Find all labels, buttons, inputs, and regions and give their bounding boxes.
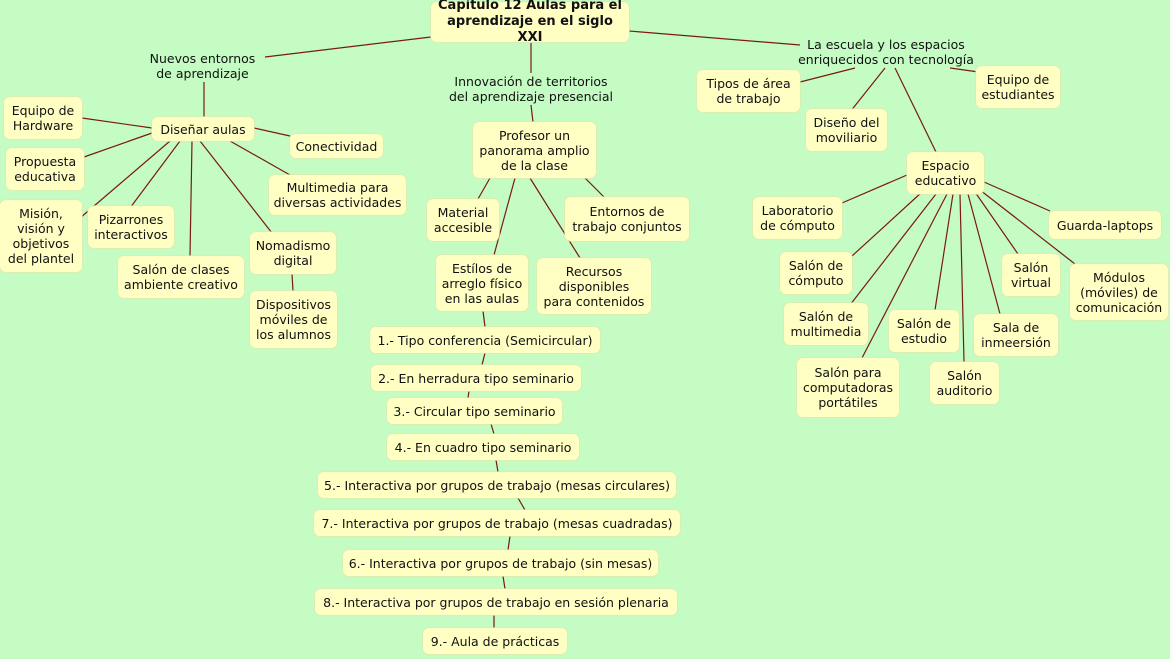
node-guarda-laptops[interactable]: Guarda-laptops [1049,211,1161,239]
arrangement-item-3[interactable]: 3.- Circular tipo seminario [387,398,562,424]
node-disenar-aulas[interactable]: Diseñar aulas [152,117,254,141]
node-salon-clases[interactable]: Salón de clases ambiente creativo [118,256,244,298]
connector-line [530,104,534,123]
connector-line [517,497,526,511]
connector-line [253,127,291,137]
node-propuesta-educativa[interactable]: Propuesta educativa [6,148,84,190]
connector-line [199,140,273,234]
node-dispositivos[interactable]: Dispositivos móviles de los alumnos [250,291,337,348]
connector-line [129,140,181,209]
connector-line [502,575,506,590]
branch-innovacion[interactable]: Innovación de territorios del aprendizaj… [448,74,613,104]
node-salon-virtual[interactable]: Salón virtual [1002,254,1060,296]
arrangement-item-8[interactable]: 8.- Interactiva por grupos de trabajo en… [315,589,677,615]
node-multimedia[interactable]: Multimedia para diversas actividades [269,175,406,215]
connector-line [482,310,486,328]
node-sala-inmeersion[interactable]: Sala de inmeersión [974,314,1058,356]
connector-line [894,67,937,153]
connector-line [83,132,153,158]
node-salon-multimedia[interactable]: Salón de multimedia [784,303,868,345]
node-profesor[interactable]: Profesor un panorama amplio de la clase [473,122,596,178]
connector-line [495,459,499,473]
connector-line [934,193,954,311]
node-tipos-area[interactable]: Tipos de área de trabajo [697,70,800,112]
connector-line [967,193,1001,315]
node-material[interactable]: Material accesible [427,199,499,241]
connector-line [628,30,801,46]
connector-line [851,191,923,257]
connector-line [849,67,886,113]
connector-line [481,352,486,366]
arrangement-item-2[interactable]: 2.- En herradura tipo seminario [371,365,581,391]
node-diseno-mobiliario[interactable]: Diseño del moviliario [806,109,887,151]
node-equipo-estudiantes[interactable]: Equipo de estudiantes [976,66,1060,108]
arrangement-item-9[interactable]: 9.- Aula de prácticas [423,628,567,654]
connector-line [979,189,1076,265]
connector-line [291,273,294,292]
connector-line [467,390,470,399]
connector-line [861,193,948,359]
node-mision[interactable]: Misión, visión y objetivos del plantel [0,200,82,272]
connector-line [841,174,908,204]
connector-line [264,36,432,58]
connector-line [477,177,491,200]
node-entornos-trabajo[interactable]: Entornos de trabajo conjuntos [565,197,689,241]
connector-line [507,535,511,551]
node-salon-computadoras[interactable]: Salón para computadoras portátiles [797,358,899,417]
node-laboratorio[interactable]: Laboratorio de cómputo [753,197,842,239]
arrangement-item-4[interactable]: 4.- En cuadro tipo seminario [387,434,579,460]
node-equipo-hardware[interactable]: Equipo de Hardware [4,97,82,139]
node-modulos[interactable]: Módulos (móviles) de comunicación [1070,264,1168,320]
branch-escuela[interactable]: La escuela y los espacios enriquecidos c… [798,37,974,67]
arrangement-item-5[interactable]: 5.- Interactiva por grupos de trabajo (m… [318,472,676,498]
arrangement-item-6[interactable]: 6.- Interactiva por grupos de trabajo (s… [343,550,658,576]
connector-line [849,193,937,306]
branch-nuevos-entornos[interactable]: Nuevos entornos de aprendizaje [149,51,256,81]
node-recursos[interactable]: Recursos disponibles para contenidos [537,258,651,314]
node-nomadismo[interactable]: Nomadismo digital [250,232,336,274]
connector-line [959,193,965,363]
arrangement-item-1[interactable]: 1.- Tipo conferencia (Semicircular) [370,327,600,353]
node-salon-estudio[interactable]: Salón de estudio [889,310,959,352]
connector-line [584,177,605,198]
connector-line [983,181,1051,212]
connector-line [529,177,581,259]
arrangement-item-7[interactable]: 7.- Interactiva por grupos de trabajo (m… [314,510,680,536]
connector-line [490,423,495,435]
node-pizarrones[interactable]: Pizarrones interactivos [88,206,174,248]
node-conectividad[interactable]: Conectividad [290,134,383,158]
connector-line [799,67,856,83]
connector-line [229,140,291,176]
node-salon-computo[interactable]: Salón de cómputo [780,252,852,294]
connector-line [81,117,153,129]
node-estilos[interactable]: Estílos de arreglo físico en las aulas [436,255,528,311]
connector-line [79,140,171,219]
connector-line [189,140,193,257]
connector-line [974,191,1019,255]
node-espacio-educativo[interactable]: Espacio educativo [907,152,984,194]
root-node[interactable]: Capítulo 12 Aulas para el aprendizaje en… [431,0,629,45]
node-salon-auditorio[interactable]: Salón auditorio [930,362,999,404]
connector-line [493,177,516,256]
